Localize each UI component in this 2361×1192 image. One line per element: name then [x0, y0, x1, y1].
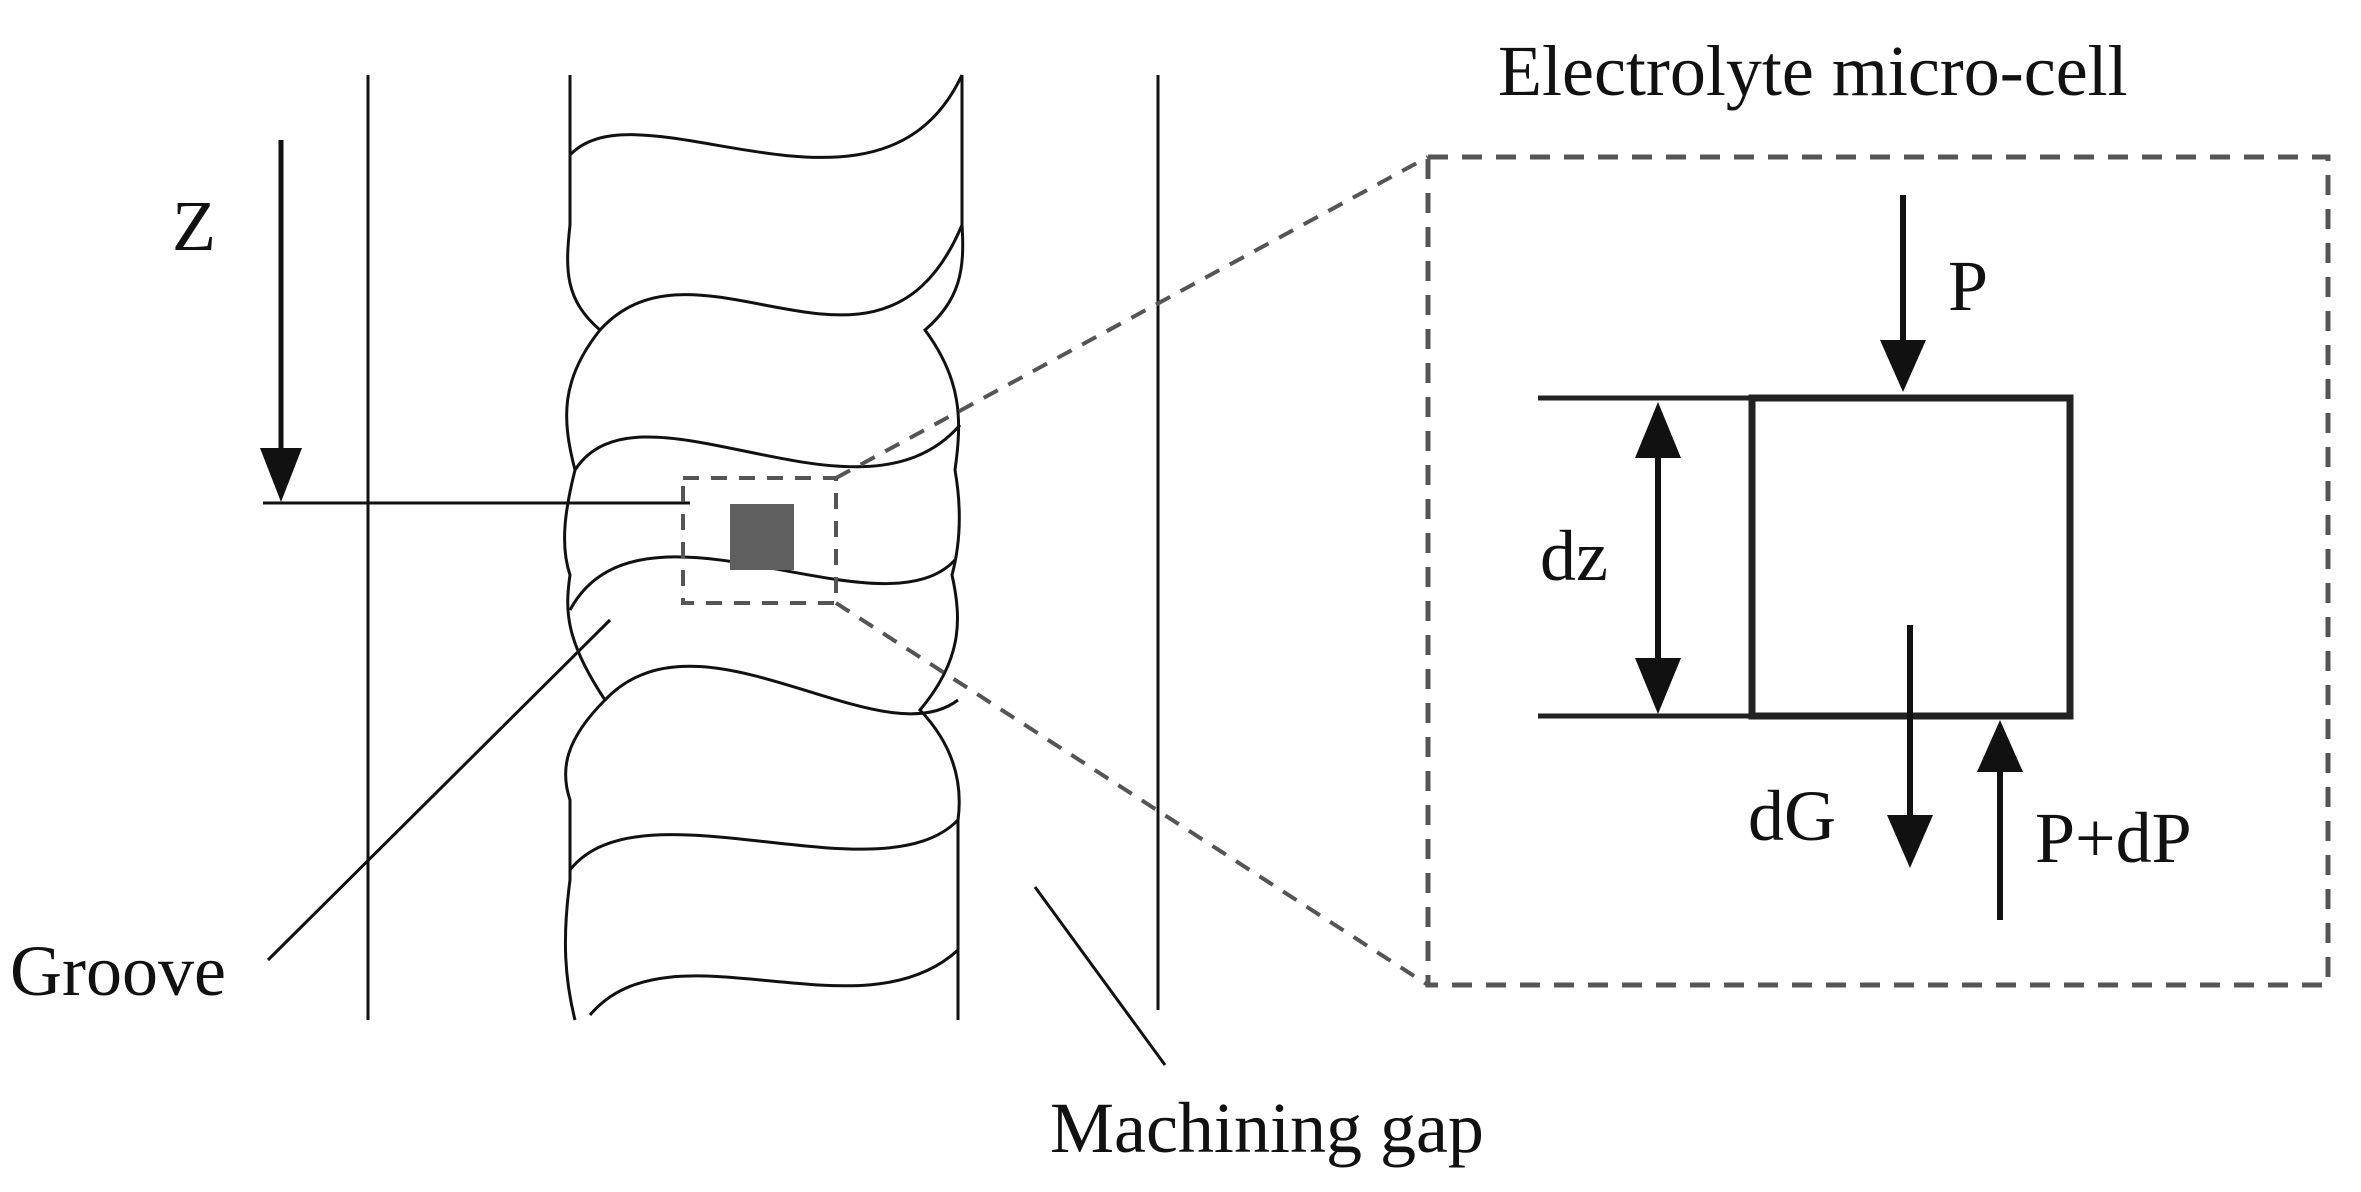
tool-electrode — [366, 74, 1160, 1021]
helix-curve-7 — [588, 948, 960, 1016]
pdp-arrowhead — [1977, 720, 2023, 772]
tool-outline-left — [563, 75, 607, 1021]
zoom-connectors — [834, 155, 1430, 987]
pdp-label: P+dP — [2035, 798, 2192, 878]
p-label: P — [1948, 246, 1988, 326]
helix-curve-1 — [568, 74, 964, 159]
helix-curve-3 — [573, 424, 962, 471]
groove-label: Groove — [10, 931, 226, 1011]
dg-label: dG — [1748, 776, 1836, 856]
helix-curve-6 — [568, 818, 960, 871]
helix-curve-5 — [603, 664, 959, 716]
machining-gap-leader-line — [1033, 886, 1167, 1066]
z-axis-arrowhead — [260, 448, 302, 502]
machining-gap-label: Machining gap — [1050, 1088, 1484, 1168]
inset-title: Electrolyte micro-cell — [1498, 31, 2128, 111]
z-axis-label: Z — [172, 186, 216, 266]
tool-outline-right — [917, 75, 965, 1020]
z-axis: Z — [172, 140, 690, 505]
zoom-connector-top — [835, 155, 1429, 480]
helix-curve-2 — [598, 224, 964, 332]
micro-cell-square — [730, 504, 794, 570]
dz-label: dz — [1540, 516, 1608, 596]
micro-cell-highlight — [681, 476, 838, 605]
p-arrowhead — [1880, 340, 1926, 392]
dg-arrowhead — [1887, 815, 1933, 868]
dz-arrowhead-bottom — [1635, 658, 1681, 714]
dz-arrowhead-top — [1635, 402, 1681, 458]
zoom-connector-bottom — [834, 601, 1430, 987]
micro-cell-element: dz P dG P+dP — [1538, 195, 2192, 920]
groove-leader-line — [266, 618, 612, 962]
inset-dashed-frame — [1425, 154, 2331, 988]
